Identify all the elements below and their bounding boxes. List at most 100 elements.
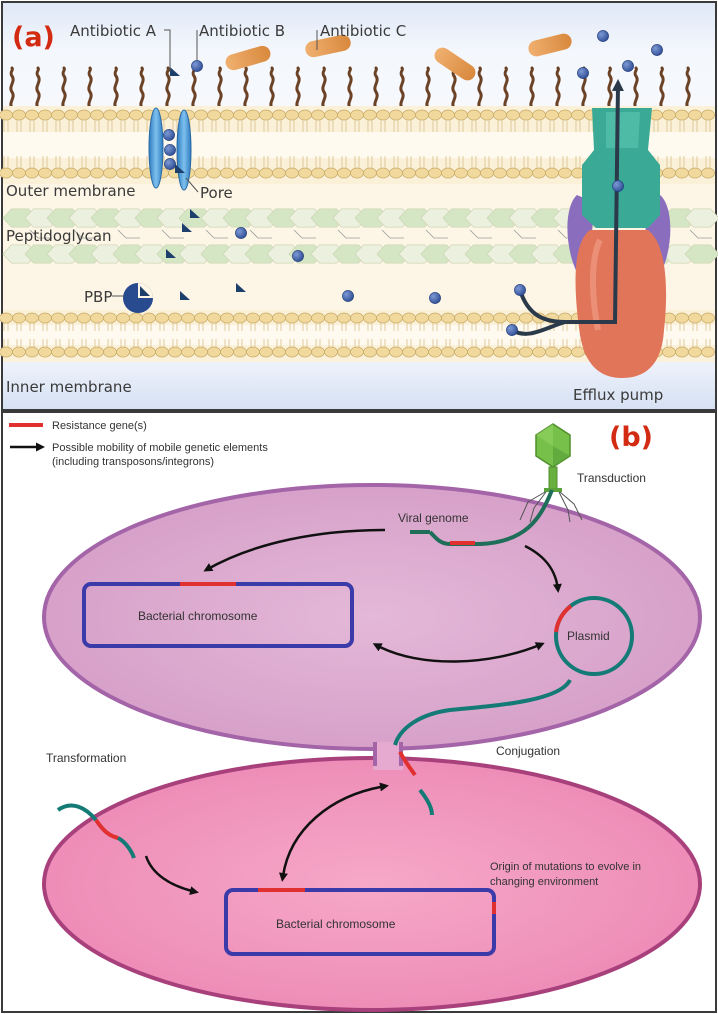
conjugation-bridge (373, 742, 403, 770)
lipid-head (220, 109, 234, 121)
lipid-head (454, 312, 468, 324)
label-antibiotic-b: Antibiotic B (199, 22, 285, 40)
peptidoglycan-unit (508, 244, 544, 264)
peptidoglycan-unit (156, 244, 192, 264)
lipid-head (194, 346, 208, 358)
peptidoglycan-unit (134, 208, 170, 228)
lipid-head (402, 109, 416, 121)
bacterial-cell-top (42, 483, 702, 751)
conjugation-dna-end (418, 788, 434, 816)
label-efflux-pump: Efflux pump (573, 386, 663, 404)
lipid-head (90, 109, 104, 121)
peptidoglycan-unit (112, 208, 148, 228)
peptidoglycan-unit (200, 208, 236, 228)
label-conjugation: Conjugation (496, 744, 560, 758)
crosslink (161, 229, 184, 239)
plasmid (554, 596, 634, 676)
lipid-head (545, 167, 559, 179)
lipid-head (25, 167, 39, 179)
lipid-head (402, 167, 416, 179)
lipid-head (181, 346, 195, 358)
lps-chain (113, 66, 119, 110)
peptidoglycan-unit (288, 208, 324, 228)
peptidoglycan-unit (442, 244, 478, 264)
transformation-dna (56, 803, 98, 822)
lipid-head (38, 109, 52, 121)
lps-chain (269, 66, 275, 110)
antibiotic-b-ball (163, 129, 175, 141)
lipid-head (64, 167, 78, 179)
antibiotic-b-ball (577, 67, 589, 79)
panel-b: Resistance gene(s) Possible mobility of … (1, 411, 717, 1013)
lipid-head (77, 167, 91, 179)
lipid-head (272, 167, 286, 179)
lipid-head (389, 167, 403, 179)
lipid-head (337, 109, 351, 121)
lps-chain (35, 66, 41, 110)
lipid-head (480, 312, 494, 324)
antibiotic-a-triangle (180, 291, 190, 300)
lipid-head (441, 109, 455, 121)
peptidoglycan-unit (684, 208, 718, 228)
lipid-head (480, 109, 494, 121)
lipid-head (311, 312, 325, 324)
lipid-head (259, 109, 273, 121)
lipid-head (662, 109, 676, 121)
lps-chain (555, 66, 561, 110)
pbp-protein (123, 283, 153, 313)
conjugation-resistance-gene (398, 751, 417, 777)
antibiotic-b-ball (342, 290, 354, 302)
lipid-head (467, 346, 481, 358)
lipid-head (675, 109, 689, 121)
lipid-head (402, 312, 416, 324)
lipid-head (155, 346, 169, 358)
lipid-head (506, 109, 520, 121)
lipid-head (103, 312, 117, 324)
lps-chain (477, 66, 483, 110)
lipid-head (363, 312, 377, 324)
lps-chain (607, 66, 613, 110)
lipid-head (662, 167, 676, 179)
antibiotic-a-triangle (182, 223, 192, 232)
peptidoglycan-unit (222, 244, 258, 264)
peptidoglycan-unit (310, 208, 346, 228)
lipid-head (103, 167, 117, 179)
lipid-head (532, 167, 546, 179)
lipid-head (64, 109, 78, 121)
lipid-head (701, 109, 715, 121)
lipid-head (467, 167, 481, 179)
lps-chain (191, 66, 197, 110)
crosslink (513, 229, 536, 239)
antibiotic-a-triangle (170, 67, 180, 76)
label-chromosome-bottom: Bacterial chromosome (276, 917, 396, 931)
peptidoglycan-unit (68, 208, 104, 228)
label-viral-genome: Viral genome (398, 511, 469, 525)
crosslink (117, 229, 140, 239)
peptidoglycan-unit (310, 244, 346, 264)
lipid-head (441, 346, 455, 358)
lipid-head (324, 312, 338, 324)
lipid-head (467, 109, 481, 121)
lipid-head (233, 167, 247, 179)
antibiotic-a-triangle (166, 249, 176, 258)
arrow-chromosome-plasmid (372, 642, 545, 663)
lipid-head (272, 312, 286, 324)
lipid-head (77, 346, 91, 358)
lipid-head (311, 109, 325, 121)
antibiotic-b-ball (429, 292, 441, 304)
label-peptidoglycan: Peptidoglycan (6, 227, 112, 245)
lps-chain (399, 66, 405, 110)
lipid-head (545, 109, 559, 121)
chromosome-bottom (224, 888, 496, 956)
antibiotic-b-ball (514, 284, 526, 296)
peptidoglycan-unit (354, 208, 390, 228)
lipid-head (363, 346, 377, 358)
lipid-head (298, 312, 312, 324)
lipid-head (129, 167, 143, 179)
lipid-head (402, 346, 416, 358)
lipid-head (25, 346, 39, 358)
lipid-head (532, 109, 546, 121)
lipid-head (285, 312, 299, 324)
lipid-head (207, 109, 221, 121)
crosslink (689, 229, 712, 239)
